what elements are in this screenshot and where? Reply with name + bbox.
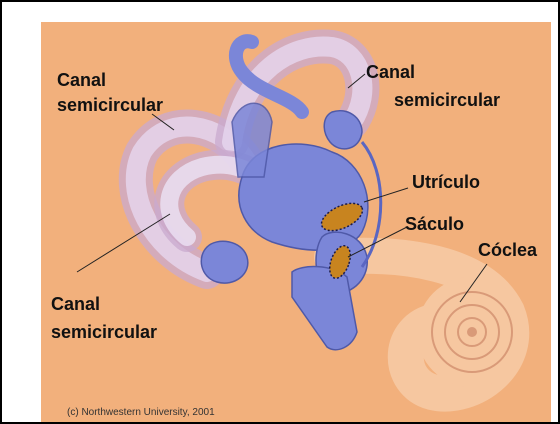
label-canal-top-left-1: Canal (57, 70, 106, 90)
label-saculo: Sáculo (405, 214, 464, 234)
label-canal-bottom-2: semicircular (51, 322, 157, 342)
cochlear-duct-base (292, 267, 357, 350)
copyright-credit: (c) Northwestern University, 2001 (67, 407, 215, 418)
label-coclea: Cóclea (478, 240, 537, 260)
label-utriculo: Utrículo (412, 172, 480, 192)
label-canal-top-right-1: Canal (366, 62, 415, 82)
canal-tube-inner (232, 103, 272, 177)
ampulla-1 (201, 241, 248, 283)
label-canal-top-left-2: semicircular (57, 95, 163, 115)
label-canal-top-right-2: semicircular (394, 90, 500, 110)
label-canal-bottom-1: Canal (51, 294, 100, 314)
